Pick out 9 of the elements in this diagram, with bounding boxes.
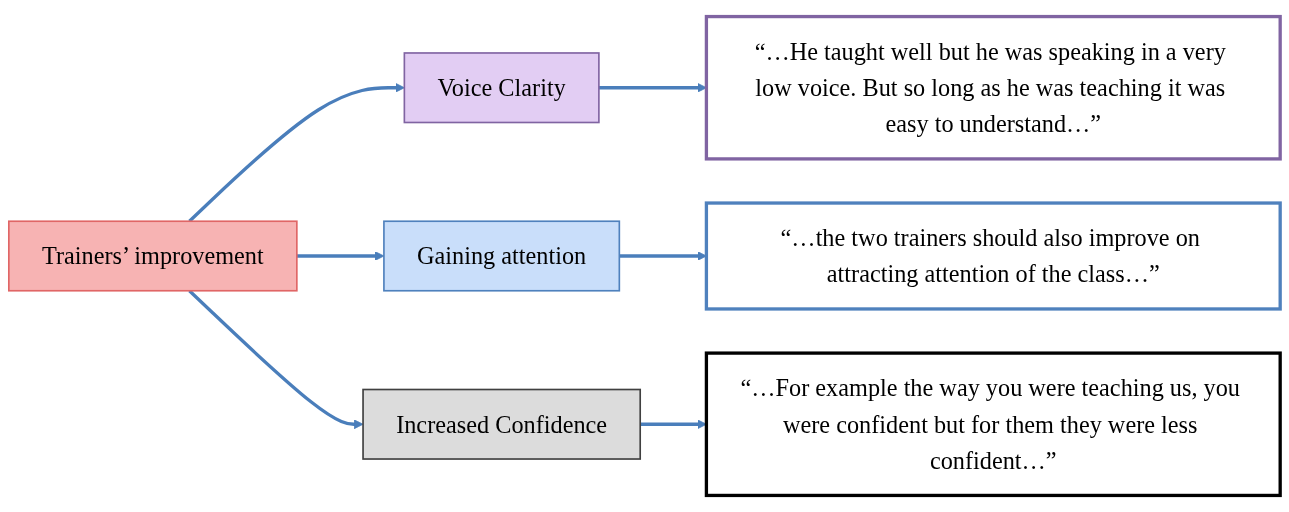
node-box: “…For example the way you were teaching us, you were confident but for them they were less confident…” — [704, 351, 1282, 498]
node-box: Voice Clarity — [403, 52, 600, 124]
node-box: “…the two trainers should also improve on attracting attention of the class…” — [704, 201, 1282, 311]
arrow — [188, 289, 364, 430]
node-box: Trainers’ improvement — [8, 220, 298, 292]
node-box: Gaining attention — [383, 220, 621, 292]
arrow — [188, 82, 405, 223]
node-box: “…He taught well but he was speaking in a very low voice. But so long as he was teaching it was easy to understand…” — [704, 14, 1282, 161]
node-box: Increased Confidence — [362, 388, 642, 460]
